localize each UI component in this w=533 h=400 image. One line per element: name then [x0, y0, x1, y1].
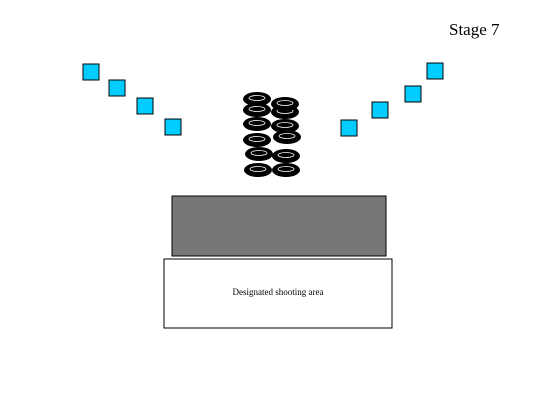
tire-icon — [243, 103, 271, 117]
target-left-1-icon — [82, 63, 100, 81]
tire-icon — [243, 92, 271, 106]
tire-icon — [272, 149, 300, 163]
tire-icon — [272, 163, 300, 177]
target-right-1-icon — [340, 119, 358, 137]
target-right-3-icon — [404, 85, 422, 103]
tire-icon — [243, 133, 271, 147]
designated-shooting-area — [163, 258, 393, 329]
target-right-4-icon — [426, 62, 444, 80]
target-left-2-icon — [108, 79, 126, 97]
tire-stack — [243, 92, 301, 177]
tire-icon — [244, 163, 272, 177]
stage-title: Stage 7 — [449, 20, 500, 39]
barricade-wall — [171, 195, 387, 257]
target-left-3-icon — [136, 97, 154, 115]
target-right-2-icon — [371, 101, 389, 119]
tire-icon — [245, 147, 273, 161]
targets-group — [82, 62, 444, 137]
tire-icon — [271, 97, 299, 111]
tire-icon — [271, 119, 299, 133]
target-left-4-icon — [164, 118, 182, 136]
tire-icon — [243, 117, 271, 131]
tire-icon — [273, 130, 301, 144]
shooting-area-label: Designated shooting area — [232, 287, 324, 297]
